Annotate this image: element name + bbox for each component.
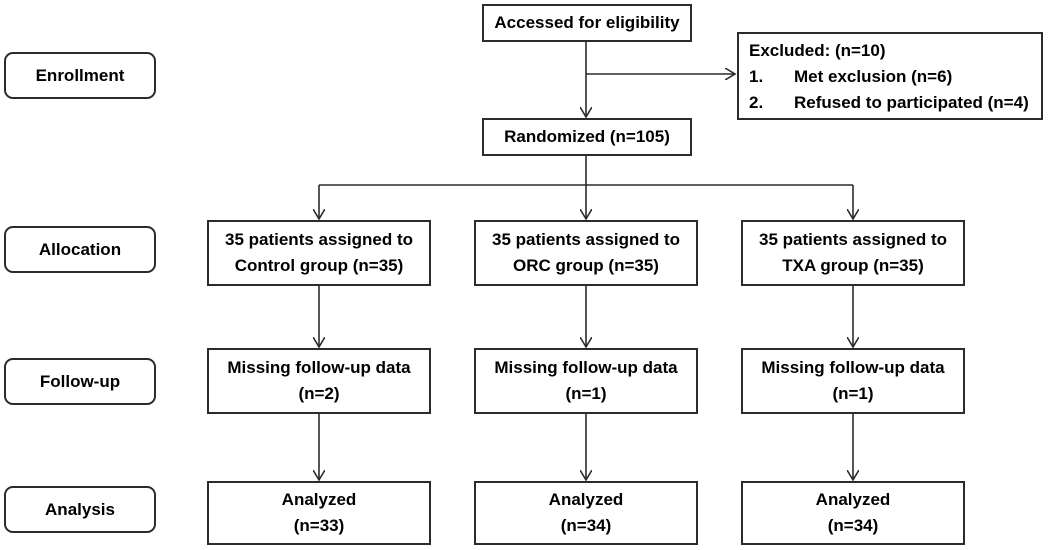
stage-allocation: Allocation [4, 226, 156, 273]
follow-up-line-2: (n=1) [565, 384, 607, 403]
follow-up-line-1: Missing follow-up data [761, 358, 945, 377]
allocation-line-1: 35 patients assigned to [759, 230, 947, 249]
eligibility-box: Accessed for eligibility [482, 4, 692, 42]
eligibility-text: Accessed for eligibility [494, 13, 680, 32]
analysis-line-1: Analyzed [281, 490, 357, 509]
orc-allocation-box: 35 patients assigned to ORC group (n=35) [474, 220, 698, 286]
follow-up-line-2: (n=1) [832, 384, 874, 403]
stage-follow-up: Follow-up [4, 358, 156, 405]
txa-allocation-box: 35 patients assigned to TXA group (n=35) [741, 220, 965, 286]
orc-analysis-box: Analyzed (n=34) [474, 481, 698, 545]
randomized-text: Randomized (n=105) [504, 127, 670, 146]
analysis-line-2: (n=33) [293, 516, 345, 535]
follow-up-line-2: (n=2) [298, 384, 340, 403]
randomized-box: Randomized (n=105) [482, 118, 692, 156]
analysis-line-1: Analyzed [548, 490, 624, 509]
allocation-line-2: ORC group (n=35) [513, 256, 659, 275]
excluded-item-number: 2. [749, 93, 764, 112]
allocation-line-1: 35 patients assigned to [492, 230, 680, 249]
stage-analysis-label: Analysis [45, 499, 115, 519]
excluded-item: 1. Met exclusion (n=6) [749, 64, 1031, 90]
control-allocation-box: 35 patients assigned to Control group (n… [207, 220, 431, 286]
excluded-item-number: 1. [749, 67, 764, 86]
control-analysis-box: Analyzed (n=33) [207, 481, 431, 545]
follow-up-line-1: Missing follow-up data [227, 358, 411, 377]
analysis-line-1: Analyzed [815, 490, 891, 509]
stage-enrollment-label: Enrollment [35, 65, 125, 85]
follow-up-line-1: Missing follow-up data [494, 358, 678, 377]
excluded-title: Excluded: (n=10) [749, 41, 886, 60]
txa-analysis-box: Analyzed (n=34) [741, 481, 965, 545]
excluded-box: Excluded: (n=10) 1. Met exclusion (n=6) … [737, 32, 1043, 120]
allocation-line-2: Control group (n=35) [234, 256, 404, 275]
stage-allocation-label: Allocation [38, 239, 122, 259]
analysis-line-2: (n=34) [560, 516, 612, 535]
analysis-line-2: (n=34) [827, 516, 879, 535]
orc-follow-up-box: Missing follow-up data (n=1) [474, 348, 698, 414]
excluded-item-text: Met exclusion (n=6) [794, 67, 953, 86]
allocation-line-2: TXA group (n=35) [782, 256, 924, 275]
stage-analysis: Analysis [4, 486, 156, 533]
allocation-line-1: 35 patients assigned to [225, 230, 413, 249]
excluded-item: 2. Refused to participated (n=4) [749, 90, 1031, 116]
stage-enrollment: Enrollment [4, 52, 156, 99]
control-follow-up-box: Missing follow-up data (n=2) [207, 348, 431, 414]
stage-follow-up-label: Follow-up [39, 371, 121, 391]
excluded-item-text: Refused to participated (n=4) [794, 93, 1029, 112]
txa-follow-up-box: Missing follow-up data (n=1) [741, 348, 965, 414]
